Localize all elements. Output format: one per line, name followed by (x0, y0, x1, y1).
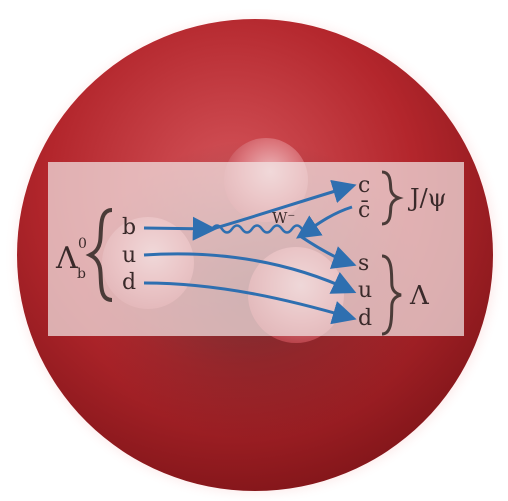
w-boson-line (210, 224, 304, 234)
s-quark-line (299, 234, 357, 269)
jpsi-brace (381, 170, 404, 226)
final-quark-s: s (358, 251, 369, 276)
b-quark-line (143, 216, 217, 241)
lambda-b-superscript: 0 (78, 236, 87, 252)
lambda-b-symbol: Λ (55, 241, 78, 276)
final-quark-d: d (358, 306, 372, 331)
d-quark-line (143, 281, 357, 325)
diagram-panel (48, 162, 464, 336)
initial-quark-d: d (122, 270, 136, 295)
initial-quark-b: b (122, 215, 136, 240)
cbar-quark-line (296, 205, 353, 239)
w-boson-label: W⁻ (272, 209, 295, 227)
u-quark-line (143, 252, 357, 294)
c-quark-line (211, 179, 357, 231)
jpsi-label: J/ψ (407, 184, 447, 212)
initial-brace (85, 208, 113, 302)
lambda-b-subscript: b (77, 266, 86, 282)
initial-quark-u: u (122, 243, 136, 268)
final-quark-u: u (358, 278, 372, 303)
lambda-label: Λ (409, 281, 430, 311)
final-quark-cbar: c̄ (358, 198, 370, 223)
lambda-brace (381, 254, 402, 336)
final-quark-c: c (358, 173, 370, 198)
